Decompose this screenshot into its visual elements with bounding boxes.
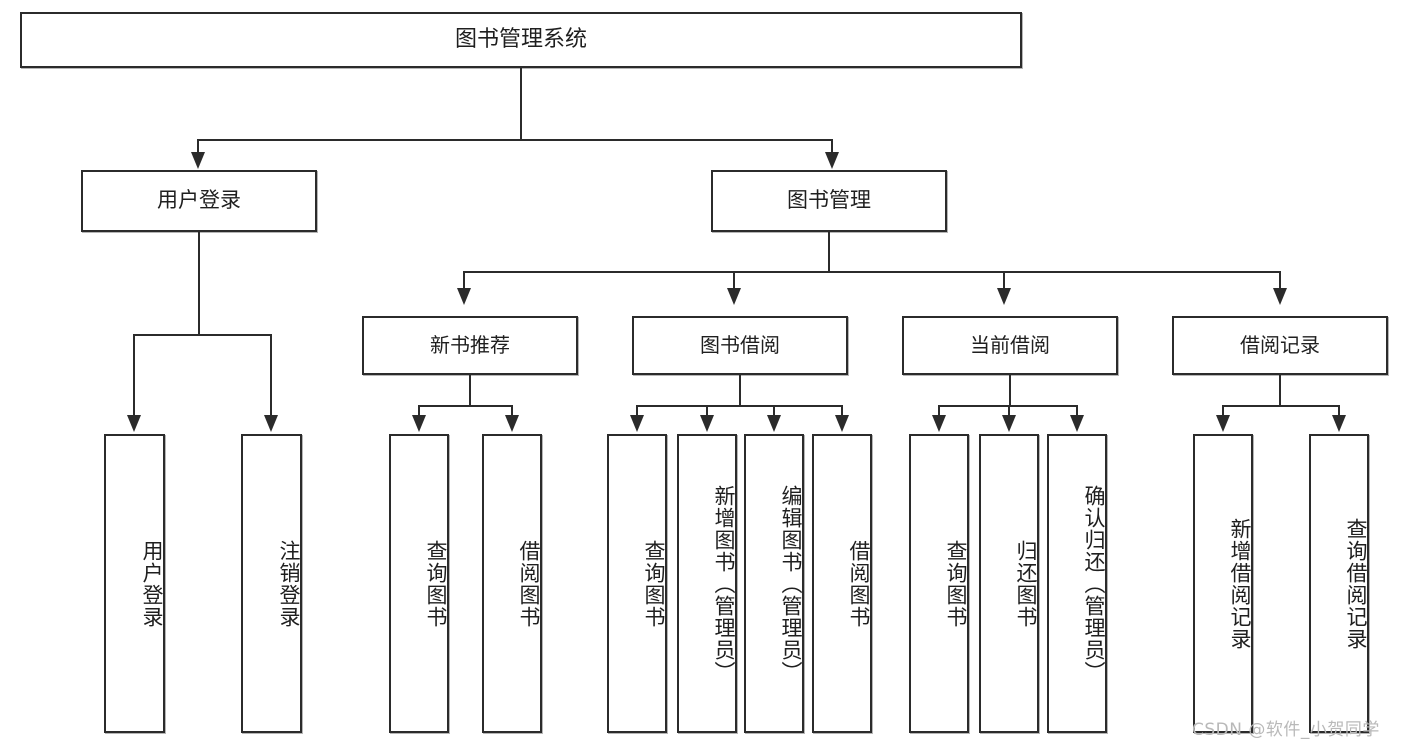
connector-root-stem <box>520 68 522 140</box>
arrow-br-to-leaf-1 <box>1216 415 1230 432</box>
connector-nb-to-leaf-2 <box>511 405 513 418</box>
connector-root-to-book-management <box>831 139 833 155</box>
connector-bb-to-leaf-3 <box>773 405 775 418</box>
node-label: 图书管理 <box>787 188 871 213</box>
connector-cb-to-leaf-1 <box>938 405 940 418</box>
leaf-user-login-login[interactable]: 用户登录 <box>104 434 165 733</box>
leaf-current-borrow-query-book[interactable]: 查询图书 <box>909 434 969 733</box>
node-label: 图书管理系统 <box>454 26 587 52</box>
arrow-bm-to-new-book <box>457 288 471 305</box>
arrow-br-to-leaf-2 <box>1332 415 1346 432</box>
connector-bb-to-leaf-4 <box>841 405 843 418</box>
connector-br-to-leaf-1 <box>1222 405 1224 418</box>
node-label: 查询图书 <box>642 539 666 628</box>
connector-new-book-stem <box>469 375 471 406</box>
node-label: 新增图书（管理员） <box>712 484 736 683</box>
connector-current-borrow-stem <box>1009 375 1011 406</box>
node-label: 新增借阅记录 <box>1228 517 1252 650</box>
node-label: 查询图书 <box>944 539 968 628</box>
arrow-bb-to-leaf-2 <box>700 415 714 432</box>
connector-book-borrow-stem <box>739 375 741 406</box>
node-label: 编辑图书（管理员） <box>779 484 803 683</box>
arrow-nb-to-leaf-1 <box>412 415 426 432</box>
connector-book-borrow-bus <box>636 405 843 407</box>
node-label: 借阅图书 <box>847 539 871 628</box>
arrow-root-to-book-management <box>825 152 839 169</box>
arrow-user-login-to-leaf-2 <box>264 415 278 432</box>
node-label: 当前借阅 <box>970 333 1050 358</box>
arrow-bb-to-leaf-3 <box>767 415 781 432</box>
node-borrow-record[interactable]: 借阅记录 <box>1172 316 1388 375</box>
node-label: 借阅图书 <box>517 539 541 628</box>
connector-new-book-bus <box>418 405 513 407</box>
connector-bm-to-new-book <box>463 271 465 291</box>
arrow-user-login-to-leaf-1 <box>127 415 141 432</box>
arrow-cb-to-leaf-2 <box>1002 415 1016 432</box>
leaf-new-book-query-book[interactable]: 查询图书 <box>389 434 449 733</box>
leaf-book-borrow-query-book[interactable]: 查询图书 <box>607 434 667 733</box>
connector-user-login-to-leaf-2 <box>270 334 272 418</box>
connector-bm-to-current-borrow <box>1003 271 1005 291</box>
connector-root-bus <box>197 139 833 141</box>
connector-cb-to-leaf-2 <box>1008 405 1010 418</box>
connector-user-login-stem <box>198 232 200 336</box>
arrow-bb-to-leaf-4 <box>835 415 849 432</box>
node-label: 查询借阅记录 <box>1344 517 1368 650</box>
leaf-borrow-record-add-record[interactable]: 新增借阅记录 <box>1193 434 1253 733</box>
leaf-book-borrow-edit-book-admin[interactable]: 编辑图书（管理员） <box>744 434 804 733</box>
arrow-cb-to-leaf-3 <box>1070 415 1084 432</box>
arrow-bm-to-book-borrow <box>727 288 741 305</box>
node-root-book-management-system[interactable]: 图书管理系统 <box>20 12 1022 68</box>
node-new-book-recommend[interactable]: 新书推荐 <box>362 316 578 375</box>
connector-user-login-to-leaf-1 <box>133 334 135 418</box>
node-label: 用户登录 <box>157 188 241 213</box>
node-user-login[interactable]: 用户登录 <box>81 170 317 232</box>
node-label: 图书借阅 <box>700 333 780 358</box>
connector-book-management-stem <box>828 232 830 272</box>
node-label: 注销登录 <box>277 539 301 628</box>
leaf-book-borrow-add-book-admin[interactable]: 新增图书（管理员） <box>677 434 737 733</box>
connector-book-management-bus <box>463 271 1281 273</box>
connector-br-to-leaf-2 <box>1338 405 1340 418</box>
node-current-borrow[interactable]: 当前借阅 <box>902 316 1118 375</box>
node-book-borrow[interactable]: 图书借阅 <box>632 316 848 375</box>
node-label: 借阅记录 <box>1240 333 1320 358</box>
node-book-management[interactable]: 图书管理 <box>711 170 947 232</box>
connector-bb-to-leaf-1 <box>636 405 638 418</box>
arrow-cb-to-leaf-1 <box>932 415 946 432</box>
arrow-root-to-user-login <box>191 152 205 169</box>
leaf-new-book-borrow-book[interactable]: 借阅图书 <box>482 434 542 733</box>
connector-bm-to-borrow-record <box>1279 271 1281 291</box>
arrow-nb-to-leaf-2 <box>505 415 519 432</box>
node-label: 查询图书 <box>424 539 448 628</box>
leaf-borrow-record-query-record[interactable]: 查询借阅记录 <box>1309 434 1369 733</box>
leaf-user-login-logout[interactable]: 注销登录 <box>241 434 302 733</box>
node-label: 确认归还（管理员） <box>1082 484 1106 683</box>
connector-root-to-user-login <box>197 139 199 155</box>
connector-cb-to-leaf-3 <box>1076 405 1078 418</box>
connector-borrow-record-stem <box>1279 375 1281 406</box>
leaf-current-borrow-return-book[interactable]: 归还图书 <box>979 434 1039 733</box>
node-label: 新书推荐 <box>430 333 510 358</box>
leaf-book-borrow-borrow-book[interactable]: 借阅图书 <box>812 434 872 733</box>
arrow-bm-to-current-borrow <box>997 288 1011 305</box>
leaf-current-borrow-confirm-return-admin[interactable]: 确认归还（管理员） <box>1047 434 1107 733</box>
connector-bb-to-leaf-2 <box>706 405 708 418</box>
connector-user-login-bus <box>133 334 271 336</box>
node-label: 用户登录 <box>140 539 164 628</box>
connector-nb-to-leaf-1 <box>418 405 420 418</box>
node-label: 归还图书 <box>1014 539 1038 628</box>
arrow-bm-to-borrow-record <box>1273 288 1287 305</box>
arrow-bb-to-leaf-1 <box>630 415 644 432</box>
connector-bm-to-book-borrow <box>733 271 735 291</box>
connector-borrow-record-bus <box>1222 405 1339 407</box>
